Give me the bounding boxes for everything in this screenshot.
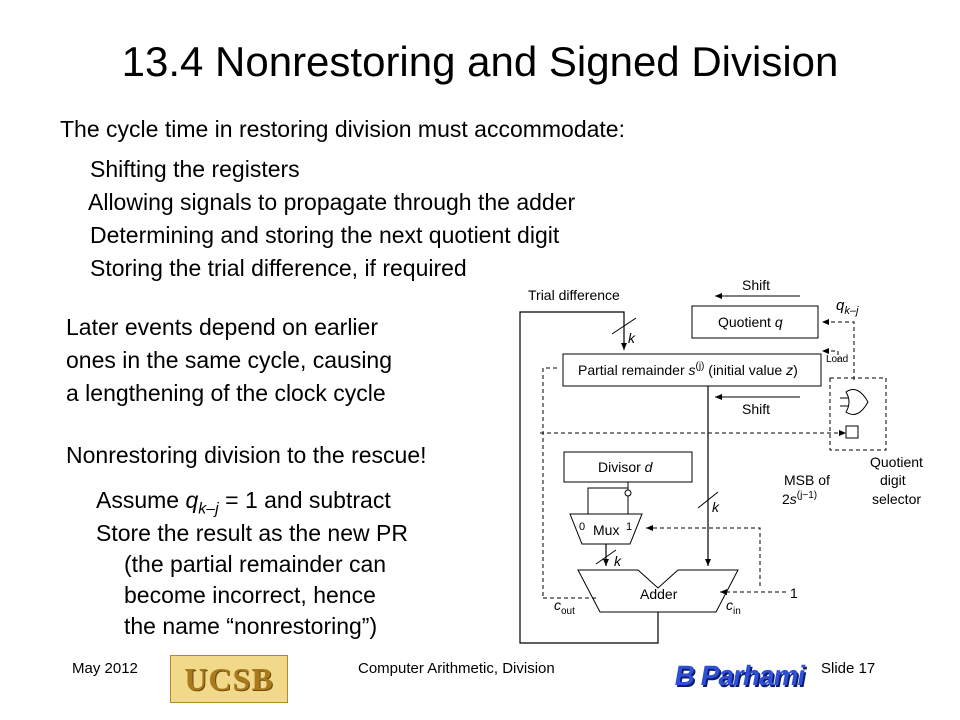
mux-input-1: 1 — [626, 521, 632, 533]
load-label: Load — [826, 354, 848, 365]
pr-dashed-left — [542, 367, 558, 596]
cycle-item: Shifting the registers — [90, 156, 300, 182]
cycle-item: Determining and storing the next quotien… — [90, 222, 560, 248]
shift-top-label: Shift — [742, 277, 770, 293]
qkj-path — [822, 319, 855, 380]
quotient-digit-selector — [829, 377, 887, 451]
store-line: become incorrect, hence — [124, 582, 376, 608]
msb-label: MSB of — [784, 472, 830, 488]
cin-label: cin — [726, 597, 741, 617]
intro-text: The cycle time in restoring division mus… — [60, 116, 625, 142]
partial-remainder-label: Partial remainder s(j) (initial value z) — [578, 361, 798, 378]
author-logo-text: B Parhami — [672, 660, 808, 691]
adder-label: Adder — [640, 586, 678, 602]
partial-remainder-register — [562, 353, 822, 387]
quotient-register — [691, 305, 819, 339]
cycle-item: Storing the trial difference, if require… — [90, 255, 467, 281]
mux — [569, 513, 643, 545]
footer-date: May 2012 — [72, 660, 138, 677]
selector-flipflop — [845, 425, 859, 439]
inverter-bubble — [624, 489, 632, 497]
rescue-text: Nonrestoring division to the rescue! — [66, 442, 427, 468]
msb-expression: 2s(j−1) — [782, 490, 817, 507]
ucsb-logo-text: UCSB — [184, 660, 274, 697]
k-label-1: k — [628, 330, 636, 346]
ucsb-logo: UCSB — [170, 655, 288, 703]
assume-text: Assume qk–j = 1 and subtract — [96, 487, 391, 518]
k-slash-1 — [611, 317, 637, 335]
store-line: the name “nonrestoring”) — [124, 613, 378, 639]
quotient-label: Quotient q — [718, 314, 783, 330]
qkj-label: qk–j — [836, 297, 859, 317]
cycle-item: Allowing signals to propagate through th… — [88, 189, 576, 215]
k-label-3: k — [614, 553, 622, 569]
slide-title: 13.4 Nonrestoring and Signed Division — [121, 38, 839, 85]
mux-label: Mux — [593, 522, 619, 538]
later-events-line: a lengthening of the clock cycle — [66, 380, 386, 406]
footer-slide-number: Slide 17 — [821, 660, 876, 677]
k-slash-2 — [697, 491, 719, 509]
mux-input-0: 0 — [579, 521, 585, 533]
selector-caption: selector — [872, 491, 921, 507]
store-line: Store the result as the new PR — [96, 520, 408, 546]
divisor-label: Divisor d — [598, 459, 654, 475]
adder — [577, 569, 739, 613]
k-label-2: k — [712, 499, 720, 515]
trial-difference-path — [519, 311, 659, 644]
cout-label: cout — [554, 597, 575, 617]
selector-caption: Quotient — [870, 454, 923, 470]
store-line: (the partial remainder can — [124, 551, 387, 577]
selector-caption: digit — [880, 472, 906, 488]
author-logo: B Parhami — [673, 648, 808, 704]
trial-difference-label: Trial difference — [528, 287, 620, 303]
mux-select-path — [646, 525, 761, 586]
later-events-line: Later events depend on earlier — [66, 314, 378, 340]
shift-bottom-label: Shift — [742, 401, 770, 417]
footer-course: Computer Arithmetic, Division — [358, 660, 555, 677]
k-slash-3 — [595, 549, 617, 565]
later-events-line: ones in the same cycle, causing — [66, 347, 393, 373]
cin-one: 1 — [790, 585, 798, 601]
or-gate — [845, 389, 869, 415]
load-path — [822, 348, 839, 362]
